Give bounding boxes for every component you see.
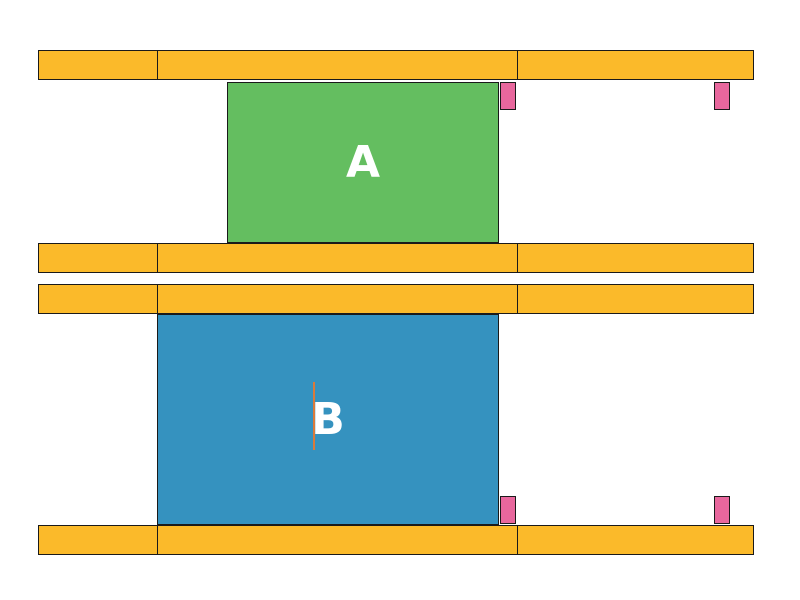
bar-4 xyxy=(38,525,754,555)
block-a-label: A xyxy=(345,137,381,188)
bar-4-segment-middle xyxy=(158,526,518,554)
bar-1-segment-right xyxy=(518,51,753,79)
block-b-label: B xyxy=(311,394,345,445)
text-cursor-line xyxy=(313,382,315,450)
tab-bottom-right xyxy=(714,496,730,524)
bar-1-segment-middle xyxy=(158,51,518,79)
bar-2 xyxy=(38,243,754,273)
tab-top-left xyxy=(500,82,516,110)
bar-2-segment-left xyxy=(39,244,158,272)
bar-4-segment-left xyxy=(39,526,158,554)
bar-3-segment-left xyxy=(39,285,158,313)
bar-3-segment-middle xyxy=(158,285,518,313)
bar-1-segment-left xyxy=(39,51,158,79)
block-b: B xyxy=(157,314,499,525)
bar-2-segment-middle xyxy=(158,244,518,272)
bar-1 xyxy=(38,50,754,80)
bar-3 xyxy=(38,284,754,314)
bar-2-segment-right xyxy=(518,244,753,272)
bar-4-segment-right xyxy=(518,526,753,554)
block-a: A xyxy=(227,82,499,243)
bar-3-segment-right xyxy=(518,285,753,313)
tab-bottom-left xyxy=(500,496,516,524)
tab-top-right xyxy=(714,82,730,110)
